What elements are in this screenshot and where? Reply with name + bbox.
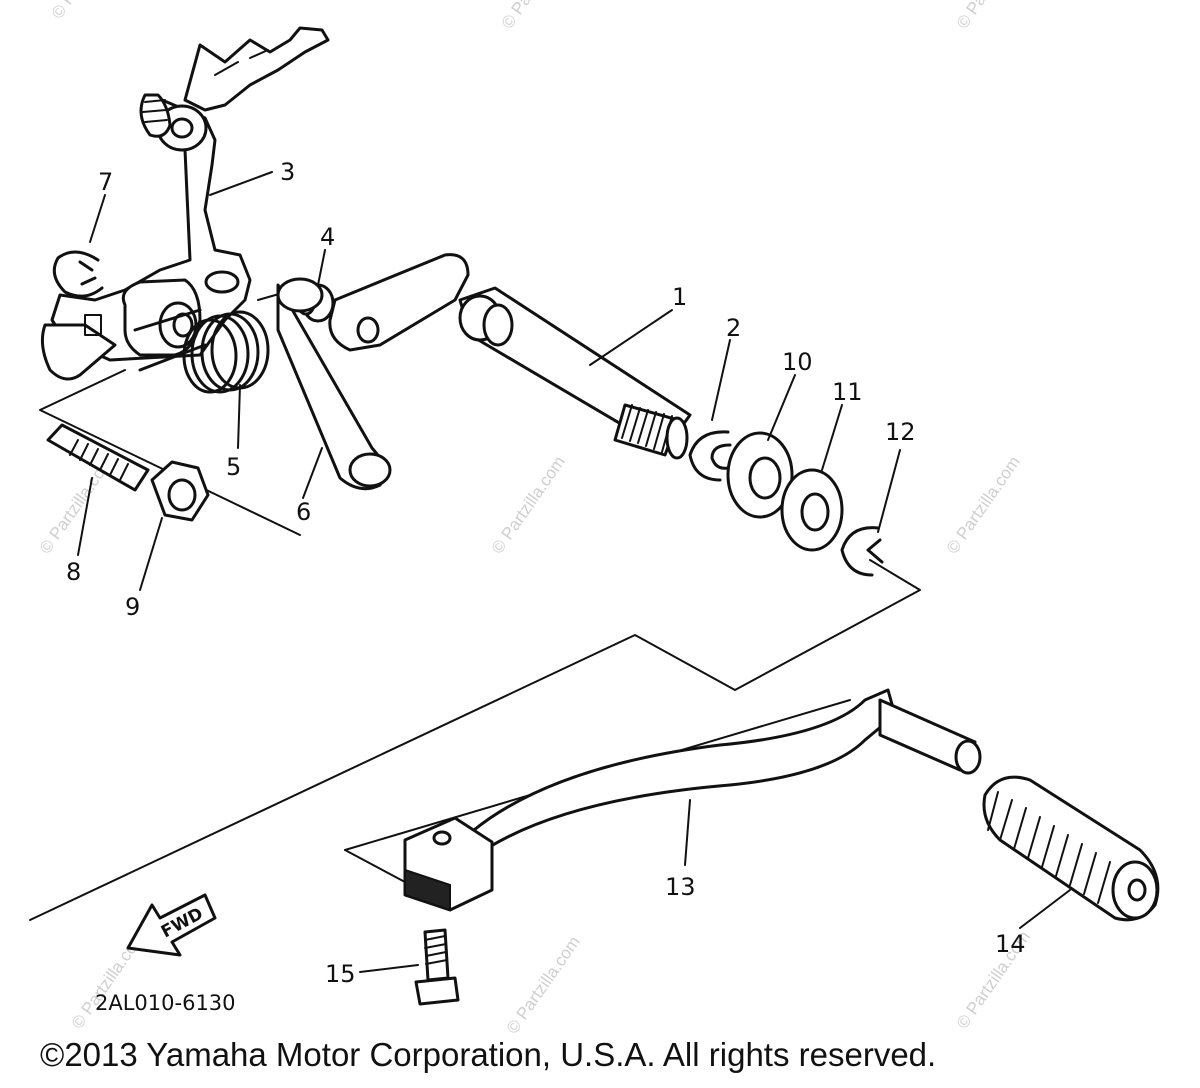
forward-arrow-icon: FWD [126,893,217,957]
part-5-torsion-spring [133,308,270,394]
callout-1: 1 [672,283,687,311]
part-10-oil-seal [726,431,794,519]
leader-lines [77,171,1071,973]
part-14-pedal-rubber [982,775,1160,922]
callout-5: 5 [226,453,241,481]
copyright-notice: ©2013 Yamaha Motor Corporation, U.S.A. A… [40,1036,937,1073]
callout-8: 8 [66,558,81,586]
callout-9: 9 [125,593,140,621]
watermark: © Partzilla.com [48,0,129,22]
part-8-stud-bolt [46,423,150,492]
assembly-lines [29,287,921,921]
callout-4: 4 [320,223,335,251]
part-2-circlip [688,430,732,482]
callout-13: 13 [665,873,696,901]
diagram-code: 2AL010-6130 [95,991,236,1015]
watermark: © Partzilla.com [503,933,584,1038]
callout-3: 3 [280,158,295,186]
part-9-nut [150,460,210,522]
watermark: © Partzilla.com [953,0,1034,32]
callout-15: 15 [325,960,356,988]
callout-11: 11 [832,378,863,406]
callout-10: 10 [782,348,813,376]
part-1-shift-shaft [328,253,692,460]
callout-12: 12 [885,418,916,446]
watermark: © Partzilla.com [943,453,1024,558]
part-7-circlip [52,250,104,298]
part-12-circlip [840,526,884,577]
callout-14: 14 [995,930,1026,958]
part-6-pin [276,277,392,491]
part-15-bolt [414,928,460,1006]
part-11-washer [780,468,844,552]
callout-labels: 1 2 3 4 5 6 7 8 9 10 11 12 13 14 15 [66,158,1026,988]
watermark: © Partzilla.com [498,0,579,32]
callout-2: 2 [726,314,741,342]
part-13-shift-pedal [403,688,982,912]
callout-6: 6 [296,498,311,526]
part-3-shift-arm [40,26,330,381]
watermark: © Partzilla.com [488,453,569,558]
callout-7: 7 [98,168,113,196]
